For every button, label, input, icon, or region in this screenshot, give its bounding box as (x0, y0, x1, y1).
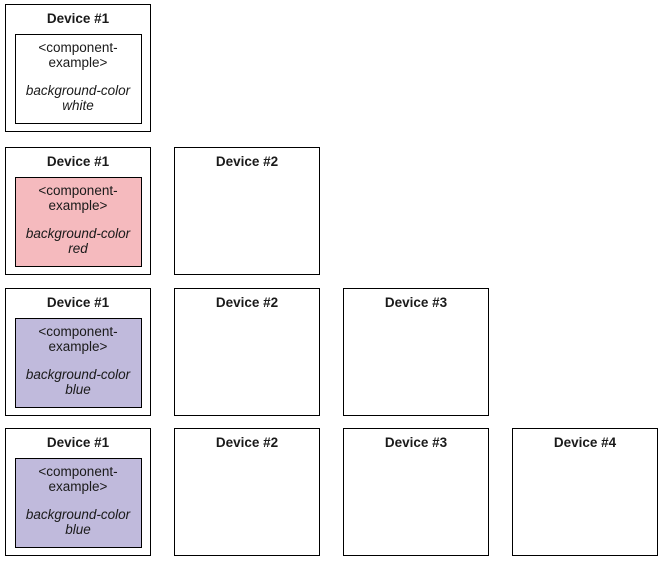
device-title: Device #1 (46, 154, 110, 169)
style-property: background-color (25, 226, 131, 241)
device-title: Device #1 (46, 295, 110, 310)
component-tag-line: example> (48, 339, 108, 354)
component-tag-line: <component- (38, 183, 118, 198)
figure-row-3: Device #1 <component- example> backgroun… (5, 288, 489, 416)
component-tag-line: example> (48, 198, 108, 213)
component-tag-line: <component- (38, 464, 118, 479)
component-example-box: <component- example> background-color re… (14, 177, 142, 267)
device-box-2-2: Device #2 (174, 147, 320, 275)
style-value: blue (65, 382, 91, 397)
component-example-box: <component- example> background-color bl… (14, 318, 142, 408)
device-box-4-4: Device #4 (512, 428, 658, 556)
component-tag-line: <component- (38, 40, 118, 55)
style-property: background-color (25, 507, 131, 522)
device-title: Device #1 (46, 435, 110, 450)
component-example-box: <component- example> background-color bl… (14, 458, 142, 548)
device-box-3-1: Device #1 <component- example> backgroun… (5, 288, 151, 416)
style-value: white (62, 98, 94, 113)
component-style-note: background-color red (16, 226, 141, 256)
device-box-2-1: Device #1 <component- example> backgroun… (5, 147, 151, 275)
device-title: Device #3 (384, 435, 448, 450)
component-style-note: background-color blue (16, 367, 141, 397)
style-value: blue (65, 522, 91, 537)
figure-row-2: Device #1 <component- example> backgroun… (5, 147, 320, 275)
figure-row-4: Device #1 <component- example> backgroun… (5, 428, 658, 556)
style-property: background-color (25, 83, 131, 98)
component-tag-line: example> (48, 55, 108, 70)
style-property: background-color (25, 367, 131, 382)
device-box-4-1: Device #1 <component- example> backgroun… (5, 428, 151, 556)
device-title: Device #4 (553, 435, 617, 450)
device-title: Device #2 (215, 295, 279, 310)
component-example-box: <component- example> background-color wh… (14, 34, 142, 124)
style-value: red (68, 241, 88, 256)
component-style-note: background-color blue (16, 507, 141, 537)
component-tag-line: example> (48, 479, 108, 494)
device-title: Device #2 (215, 435, 279, 450)
figure-row-1: Device #1 <component- example> backgroun… (5, 4, 151, 132)
device-box-4-3: Device #3 (343, 428, 489, 556)
device-box-4-2: Device #2 (174, 428, 320, 556)
component-style-note: background-color white (16, 83, 141, 113)
device-title: Device #1 (46, 11, 110, 26)
device-box-1-1: Device #1 <component- example> backgroun… (5, 4, 151, 132)
device-box-3-3: Device #3 (343, 288, 489, 416)
device-title: Device #3 (384, 295, 448, 310)
device-box-3-2: Device #2 (174, 288, 320, 416)
component-tag-line: <component- (38, 324, 118, 339)
device-title: Device #2 (215, 154, 279, 169)
